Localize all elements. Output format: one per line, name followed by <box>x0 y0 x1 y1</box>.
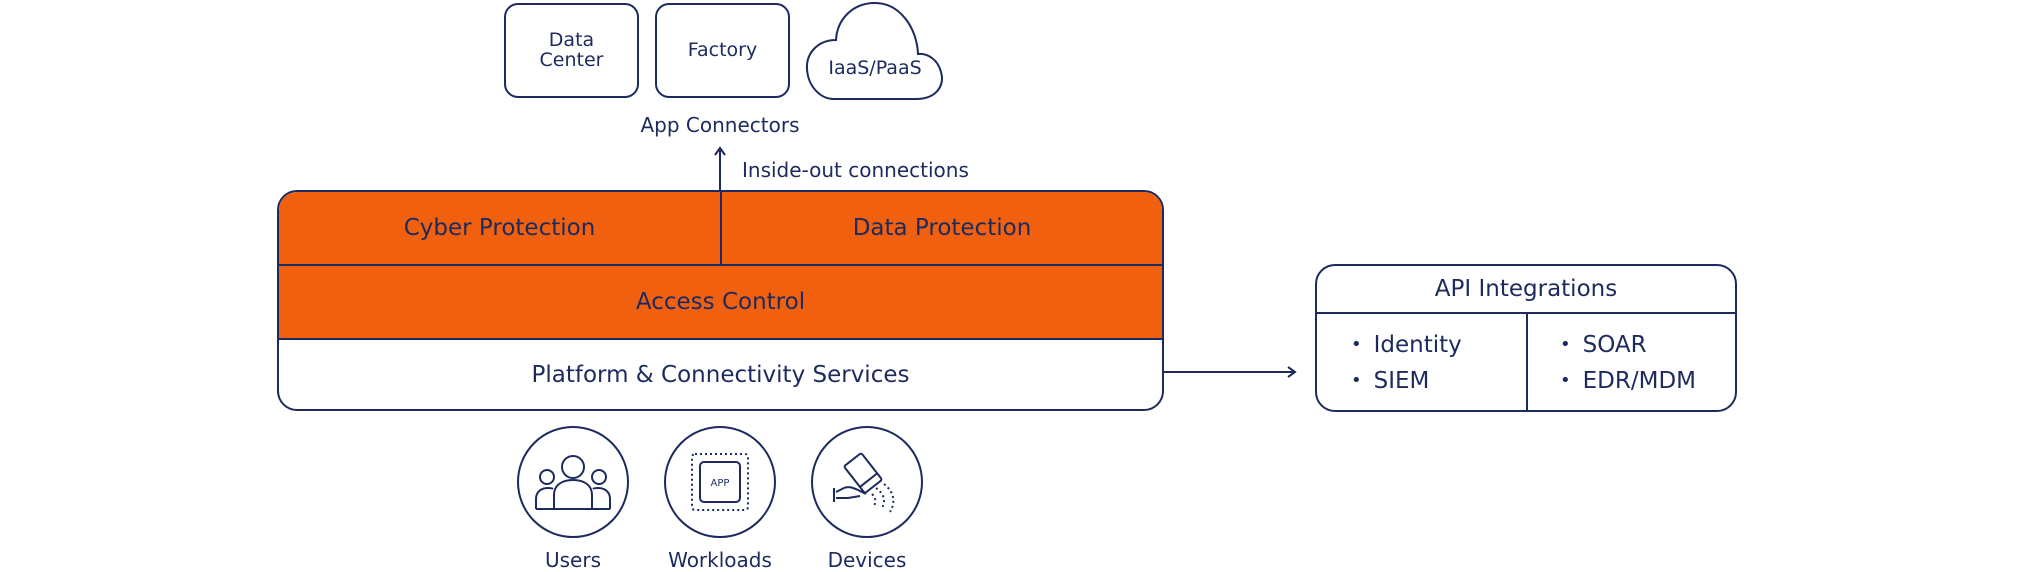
app-chip-text: APP <box>711 478 730 489</box>
access-control-layer: Access Control <box>279 264 1162 340</box>
platform-stack: Cyber Protection Data Protection Access … <box>277 190 1164 411</box>
platform-services-layer: Platform & Connectivity Services <box>279 340 1162 409</box>
api-integrations-title: API Integrations <box>1317 266 1735 314</box>
api-item-soar: SOAR <box>1560 327 1696 363</box>
api-divider <box>1526 314 1528 410</box>
api-left-list: Identity SIEM <box>1351 327 1462 399</box>
api-arrow <box>1164 366 1297 378</box>
cyber-protection-layer: Cyber Protection <box>279 192 722 264</box>
data-center-label: Data Center <box>539 28 604 71</box>
users-circle <box>517 426 629 538</box>
device-icon <box>833 452 895 513</box>
data-protection-label: Data Protection <box>852 215 1032 241</box>
cloud-icon <box>805 1 943 100</box>
api-right-list: SOAR EDR/MDM <box>1560 327 1696 399</box>
data-center-box: Data Center <box>504 3 639 98</box>
devices-label: Devices <box>827 548 907 572</box>
devices-circle <box>811 426 923 538</box>
app-connectors-label: App Connectors <box>640 113 800 137</box>
access-control-label: Access Control <box>635 289 806 315</box>
workloads-label: Workloads <box>668 548 772 572</box>
api-item-edr-mdm: EDR/MDM <box>1560 363 1696 399</box>
api-integrations-box: API Integrations Identity SIEM SOAR EDR/… <box>1315 264 1737 412</box>
platform-services-label: Platform & Connectivity Services <box>531 361 910 388</box>
cyber-protection-label: Cyber Protection <box>403 215 596 241</box>
workloads-circle: APP <box>664 426 776 538</box>
api-item-siem: SIEM <box>1351 363 1462 399</box>
app-chip-icon: APP <box>691 453 749 511</box>
inside-out-label: Inside-out connections <box>742 158 969 182</box>
factory-box: Factory <box>655 3 790 98</box>
data-protection-layer: Data Protection <box>722 192 1162 264</box>
factory-label: Factory <box>687 38 758 61</box>
users-label: Users <box>544 548 601 572</box>
iaas-paas-label: IaaS/PaaS <box>828 57 922 79</box>
users-icon <box>535 455 611 510</box>
api-item-identity: Identity <box>1351 327 1462 363</box>
